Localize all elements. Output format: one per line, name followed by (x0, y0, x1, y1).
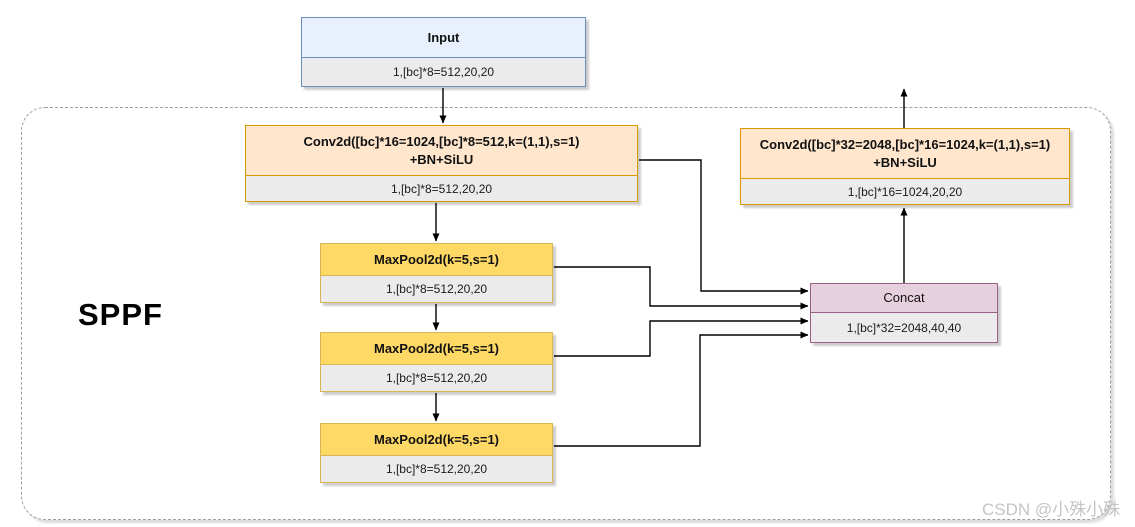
node-input-dimensions: 1,[bc]*8=512,20,20 (302, 58, 585, 86)
node-maxpool2d-1-dimensions: 1,[bc]*8=512,20,20 (321, 276, 552, 302)
node-concat-dimensions: 1,[bc]*32=2048,40,40 (811, 313, 997, 342)
sppf-module-label: SPPF (78, 297, 163, 332)
node-maxpool2d-2-title: MaxPool2d(k=5,s=1) (321, 333, 552, 365)
node-maxpool2d-3: MaxPool2d(k=5,s=1) 1,[bc]*8=512,20,20 (320, 423, 553, 483)
node-conv2d-2-title: Conv2d([bc]*32=2048,[bc]*16=1024,k=(1,1)… (759, 136, 1051, 152)
node-concat-title: Concat (811, 284, 997, 313)
node-conv2d-1: Conv2d([bc]*16=1024,[bc]*8=512,k=(1,1),s… (245, 125, 638, 202)
node-conv2d-1-subtitle: +BN+SiLU (409, 151, 474, 167)
node-conv2d-2-dimensions: 1,[bc]*16=1024,20,20 (741, 179, 1069, 204)
node-maxpool2d-2-dimensions: 1,[bc]*8=512,20,20 (321, 365, 552, 391)
node-conv2d-1-title: Conv2d([bc]*16=1024,[bc]*8=512,k=(1,1),s… (303, 133, 580, 149)
node-maxpool2d-3-dimensions: 1,[bc]*8=512,20,20 (321, 456, 552, 482)
node-maxpool2d-1-title: MaxPool2d(k=5,s=1) (321, 244, 552, 276)
node-conv2d-2: Conv2d([bc]*32=2048,[bc]*16=1024,k=(1,1)… (740, 128, 1070, 205)
csdn-watermark: CSDN @小殊小殊 (982, 500, 1121, 519)
node-input-title: Input (302, 18, 585, 58)
node-maxpool2d-3-title: MaxPool2d(k=5,s=1) (321, 424, 552, 456)
node-concat: Concat 1,[bc]*32=2048,40,40 (810, 283, 998, 343)
node-maxpool2d-1: MaxPool2d(k=5,s=1) 1,[bc]*8=512,20,20 (320, 243, 553, 303)
node-maxpool2d-2: MaxPool2d(k=5,s=1) 1,[bc]*8=512,20,20 (320, 332, 553, 392)
node-conv2d-2-subtitle: +BN+SiLU (873, 154, 937, 170)
node-input: Input 1,[bc]*8=512,20,20 (301, 17, 586, 87)
node-conv2d-1-dimensions: 1,[bc]*8=512,20,20 (246, 176, 637, 201)
